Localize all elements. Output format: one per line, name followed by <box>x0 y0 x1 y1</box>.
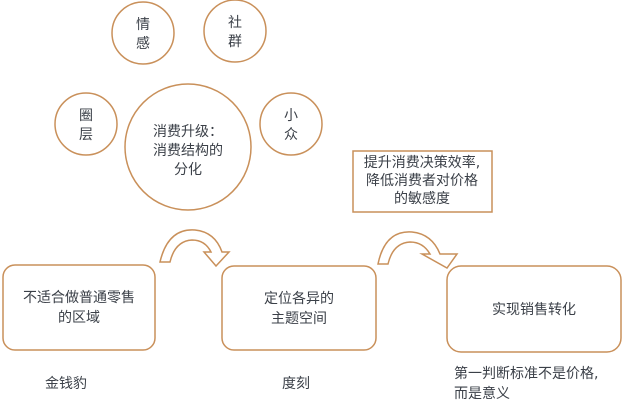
label: 定位各异的 <box>264 291 334 307</box>
note-box: 提升消费决策效率, 降低消费者对价格 的敏感度 <box>352 150 493 213</box>
label: 社 <box>228 15 242 31</box>
caption-line-1: 第一判断标准不是价格, <box>454 365 598 382</box>
label: 的敏感度 <box>394 190 450 207</box>
circle-center: 消费升级： 消费结构的 分化 <box>124 83 252 211</box>
label: 分化 <box>174 162 202 178</box>
step-box-2: 定位各异的 主题空间 <box>221 265 377 351</box>
curved-arrow-icon <box>159 229 231 268</box>
label: 层 <box>79 127 93 143</box>
label: 众 <box>284 127 298 143</box>
label: 情 <box>136 17 150 33</box>
label: 不适合做普通零售 <box>23 290 135 306</box>
caption-duke: 度刻 <box>282 376 310 392</box>
label: 消费结构的 <box>153 143 223 159</box>
curved-arrow-icon <box>377 231 459 269</box>
label: 消费升级： <box>153 124 223 140</box>
label: 实现销售转化 <box>492 302 576 318</box>
label: 群 <box>228 34 242 50</box>
step-box-3: 实现销售转化 <box>446 265 622 353</box>
label: 感 <box>136 35 150 52</box>
circle-community: 社 群 <box>203 0 267 63</box>
caption-line-2: 而是意义 <box>454 385 510 402</box>
step-box-1: 不适合做普通零售 的区域 <box>2 264 156 351</box>
label: 提升消费决策效率, <box>364 154 480 171</box>
label: 主题空间 <box>271 311 327 327</box>
circle-layer: 圈 层 <box>54 92 118 156</box>
circle-niche: 小 众 <box>259 92 323 156</box>
caption-jinqianbao: 金钱豹 <box>45 376 87 392</box>
label: 小 <box>284 108 298 124</box>
circle-emotion: 情 感 <box>111 1 175 65</box>
label: 的区域 <box>58 310 100 326</box>
label: 圈 <box>79 108 93 124</box>
label: 降低消费者对价格 <box>366 173 478 189</box>
